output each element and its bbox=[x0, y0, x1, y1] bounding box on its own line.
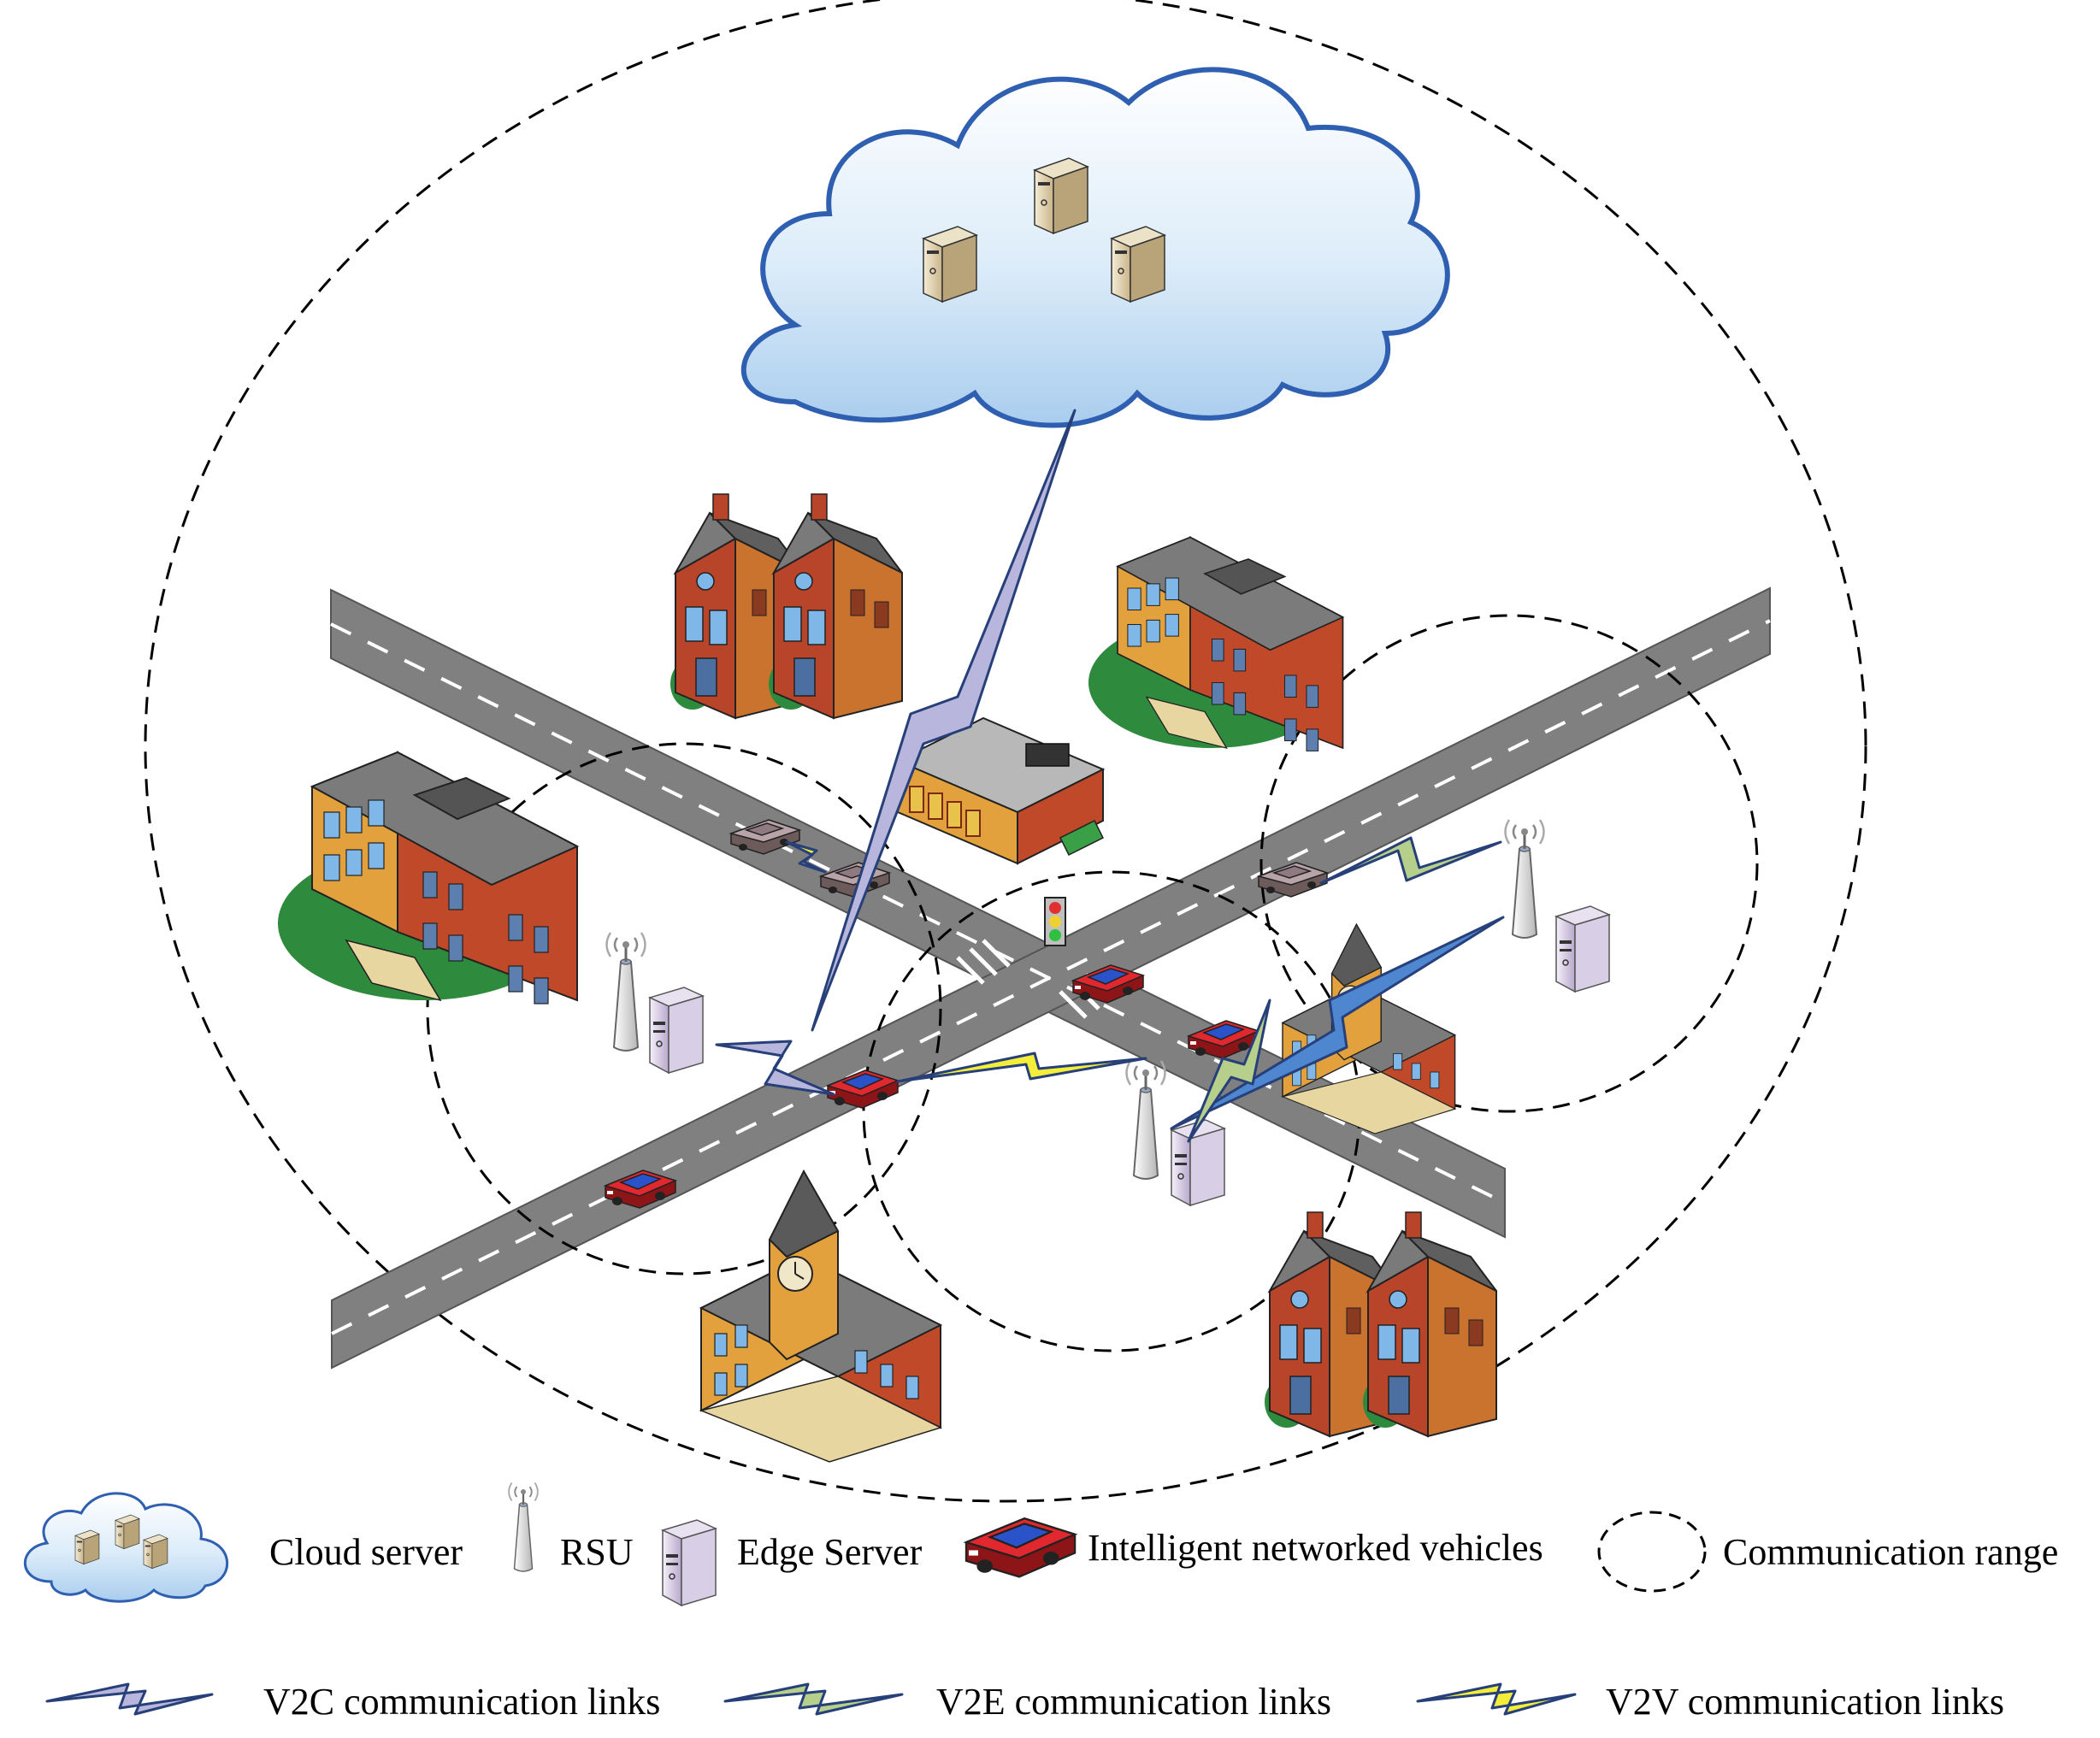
v2v-link-icon bbox=[1416, 1682, 1577, 1716]
legend-vehicle: Intelligent networked vehicles bbox=[964, 1517, 1543, 1578]
legend-label-v2e: V2E communication links bbox=[936, 1681, 1331, 1723]
legend-label-edge-server: Edge Server bbox=[737, 1531, 923, 1573]
legend-label-communication-range: Communication range bbox=[1723, 1531, 2058, 1573]
office-building bbox=[1088, 536, 1344, 752]
legend-cloud-server: Cloud server bbox=[23, 1492, 463, 1603]
edge-server-icon bbox=[649, 987, 704, 1074]
v2e-link-icon bbox=[715, 1040, 835, 1096]
edge-server-icon bbox=[1171, 1119, 1225, 1206]
traffic-light-icon bbox=[1044, 897, 1066, 946]
v2e-link-icon bbox=[723, 1682, 904, 1716]
legend-communication-range: Communication range bbox=[1597, 1511, 2058, 1593]
v2v-link-icon bbox=[785, 840, 827, 874]
legend-label-vehicles: Intelligent networked vehicles bbox=[1088, 1527, 1543, 1569]
v2c-links bbox=[811, 409, 1505, 1130]
twin-house-building bbox=[768, 493, 903, 719]
twin-house-building bbox=[1362, 1211, 1497, 1437]
dashed-circle-icon bbox=[1597, 1511, 1707, 1593]
edge-server-icon bbox=[1555, 905, 1610, 993]
legend-v2c: V2C communication links bbox=[45, 1681, 660, 1723]
legend-edge-server: Edge Server bbox=[662, 1519, 923, 1606]
legend-label-v2v: V2V communication links bbox=[1606, 1681, 2004, 1723]
v2c-link-icon bbox=[811, 409, 1077, 1032]
legend-v2e: V2E communication links bbox=[723, 1681, 1331, 1723]
v2e-links bbox=[715, 836, 1502, 1143]
rsu-antenna-icon bbox=[605, 931, 646, 1052]
cloud-server-icon bbox=[1034, 157, 1088, 234]
v2c-link-icon bbox=[1170, 916, 1505, 1130]
school-building bbox=[277, 751, 578, 1005]
v2c-link-icon bbox=[45, 1682, 214, 1716]
rsu-antenna-icon bbox=[1125, 1059, 1166, 1181]
clock-tower-building bbox=[700, 1170, 941, 1463]
legend: Cloud server RSU Edge Server Intelligent… bbox=[23, 1482, 2058, 1723]
cloud-server-icon bbox=[923, 226, 977, 303]
v2e-link-icon bbox=[1187, 999, 1271, 1143]
legend-rsu: RSU bbox=[508, 1482, 634, 1573]
legend-label-rsu: RSU bbox=[560, 1531, 634, 1573]
communication-range-right bbox=[1259, 614, 1759, 1113]
communication-range-left bbox=[426, 742, 942, 1276]
legend-label-cloud-server: Cloud server bbox=[269, 1531, 463, 1573]
v2v-links bbox=[785, 840, 1147, 1083]
cloud-server-icon bbox=[1111, 226, 1165, 303]
cloud-icon bbox=[741, 67, 1450, 428]
outer-communication-range bbox=[144, 0, 1867, 1503]
legend-label-v2c: V2C communication links bbox=[263, 1681, 660, 1723]
legend-v2v: V2V communication links bbox=[1416, 1681, 2004, 1723]
v2v-link-icon bbox=[896, 1052, 1147, 1083]
v2e-link-icon bbox=[1319, 836, 1502, 885]
rsu-antenna-icon bbox=[1504, 818, 1545, 940]
